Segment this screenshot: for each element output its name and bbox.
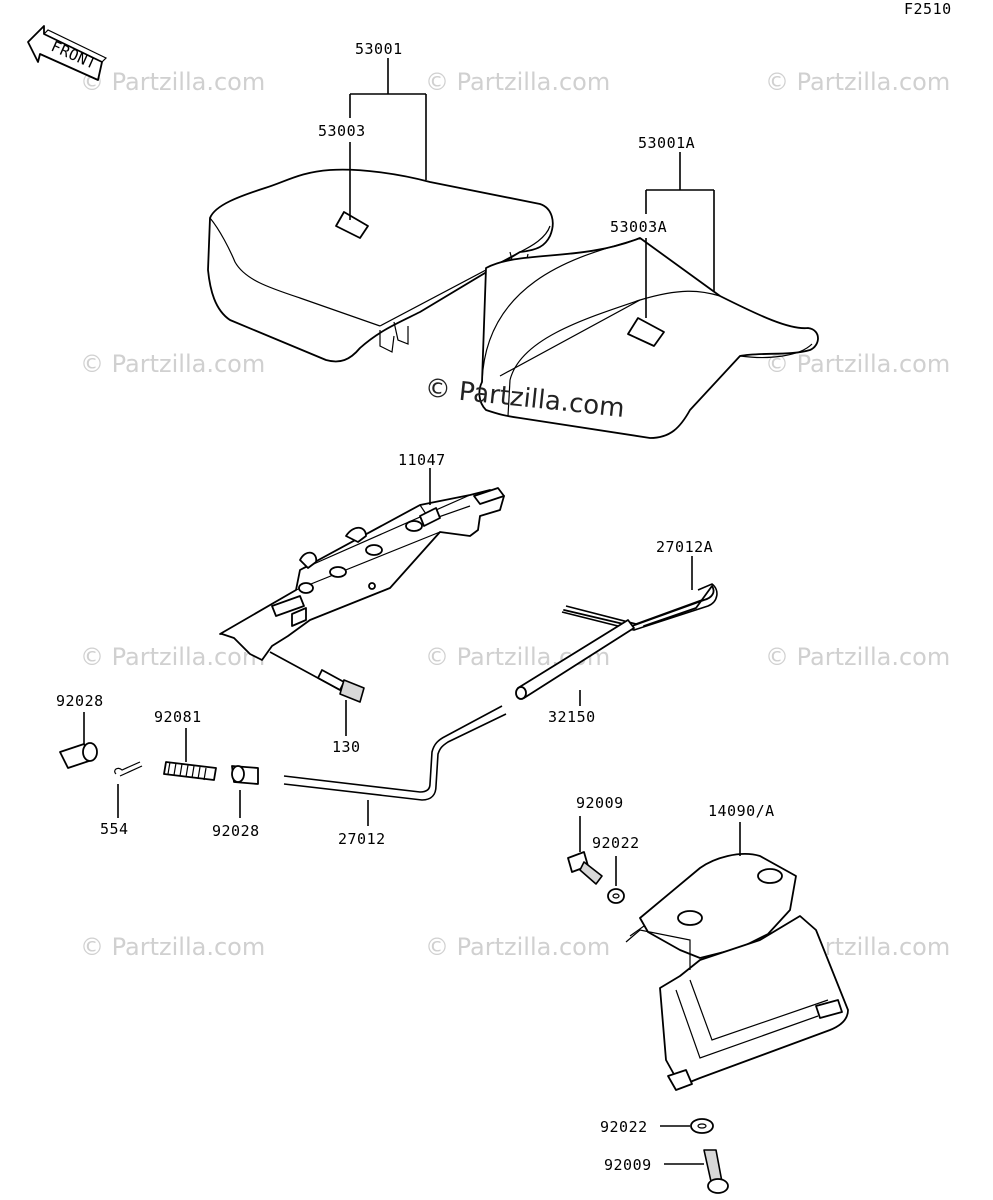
watermark: © Partzilla.com [80,350,265,378]
bolt-130-drawing [317,669,365,703]
pin-92028-mid-drawing [231,765,259,785]
label-92081: 92081 [154,708,202,726]
label-92022-top: 92022 [592,834,640,852]
label-53001: 53001 [355,40,403,58]
watermark: © Partzilla.com [765,350,950,378]
watermark: © Partzilla.com [80,933,265,961]
label-92009-top: 92009 [576,794,624,812]
label-27012: 27012 [338,830,386,848]
callout-labels: 53001 53003 53001A 53003A 11047 27012A 9… [56,40,775,1174]
watermark: © Partzilla.com [80,643,265,671]
rear-seat-drawing [478,237,819,439]
label-130: 130 [332,738,361,756]
label-32150: 32150 [548,708,596,726]
watermark: © Partzilla.com [425,933,610,961]
label-53001A: 53001A [638,134,695,152]
rod-27012-drawing [283,705,507,801]
watermark: © Partzilla.com [765,643,950,671]
watermark-grid: © Partzilla.com © Partzilla.com © Partzi… [80,68,950,961]
watermark: © Partzilla.com [425,68,610,96]
leader-lines [83,58,741,1165]
washer-92022-top-drawing [607,888,625,904]
label-554: 554 [100,820,129,838]
label-92028-left: 92028 [56,692,104,710]
label-92028-mid: 92028 [212,822,260,840]
watermark: © Partzilla.com [765,68,950,96]
seat-bracket-drawing [219,487,505,661]
guard-14090-drawing [625,853,849,1091]
label-92022-bottom: 92022 [600,1118,648,1136]
washer-92022-bottom-drawing [690,1118,714,1134]
bolt-92009-bottom-drawing [703,1149,729,1194]
label-27012A: 27012A [656,538,713,556]
figure-code: F2510 [904,0,952,18]
bolt-92009-top-drawing [567,851,603,885]
label-11047: 11047 [398,451,446,469]
watermark: © Partzilla.com [80,68,265,96]
label-92009-bottom: 92009 [604,1156,652,1174]
front-seat-drawing [207,168,554,363]
front-arrow-icon: FRONT [27,25,108,81]
clip-554-drawing [114,761,143,777]
spring-92081-drawing [163,761,217,781]
rod-27012A-drawing [561,583,718,631]
label-53003A: 53003A [610,218,667,236]
label-14090A: 14090/A [708,802,775,820]
tube-32150-drawing [515,619,635,700]
pin-92028-left-drawing [59,742,98,769]
label-53003: 53003 [318,122,366,140]
